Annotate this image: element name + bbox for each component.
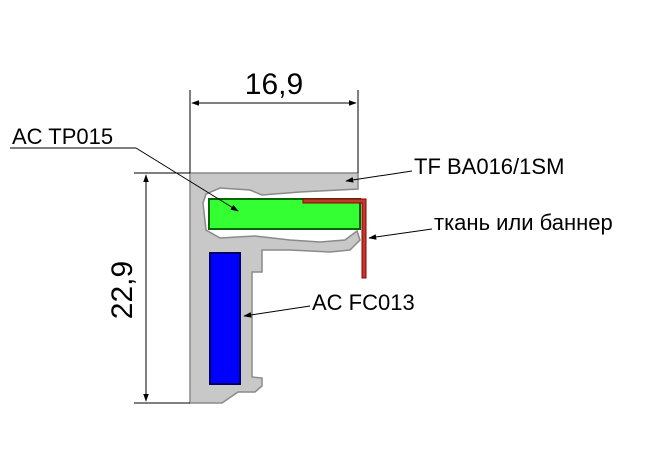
callout-ac-tp015-label: AC TP015 bbox=[12, 124, 113, 149]
callout-tf-ba016-leader bbox=[345, 170, 413, 183]
green-insert-ac-tp015 bbox=[208, 198, 361, 230]
callout-fabric-label: ткань или баннер bbox=[434, 210, 613, 235]
width-dimension-label: 16,9 bbox=[245, 68, 303, 101]
callout-ac-fc013-label: AC FC013 bbox=[312, 290, 415, 315]
callout-tf-ba016-label: TF BA016/1SM bbox=[414, 154, 564, 179]
height-dimension-label: 22,9 bbox=[106, 261, 139, 319]
blue-insert-ac-fc013 bbox=[209, 252, 241, 385]
callout-ac-fc013-leader bbox=[243, 305, 311, 318]
callout-ac-tp015-leader bbox=[135, 147, 239, 212]
fabric-banner-line bbox=[302, 198, 367, 279]
callout-fabric-leader bbox=[368, 228, 433, 240]
